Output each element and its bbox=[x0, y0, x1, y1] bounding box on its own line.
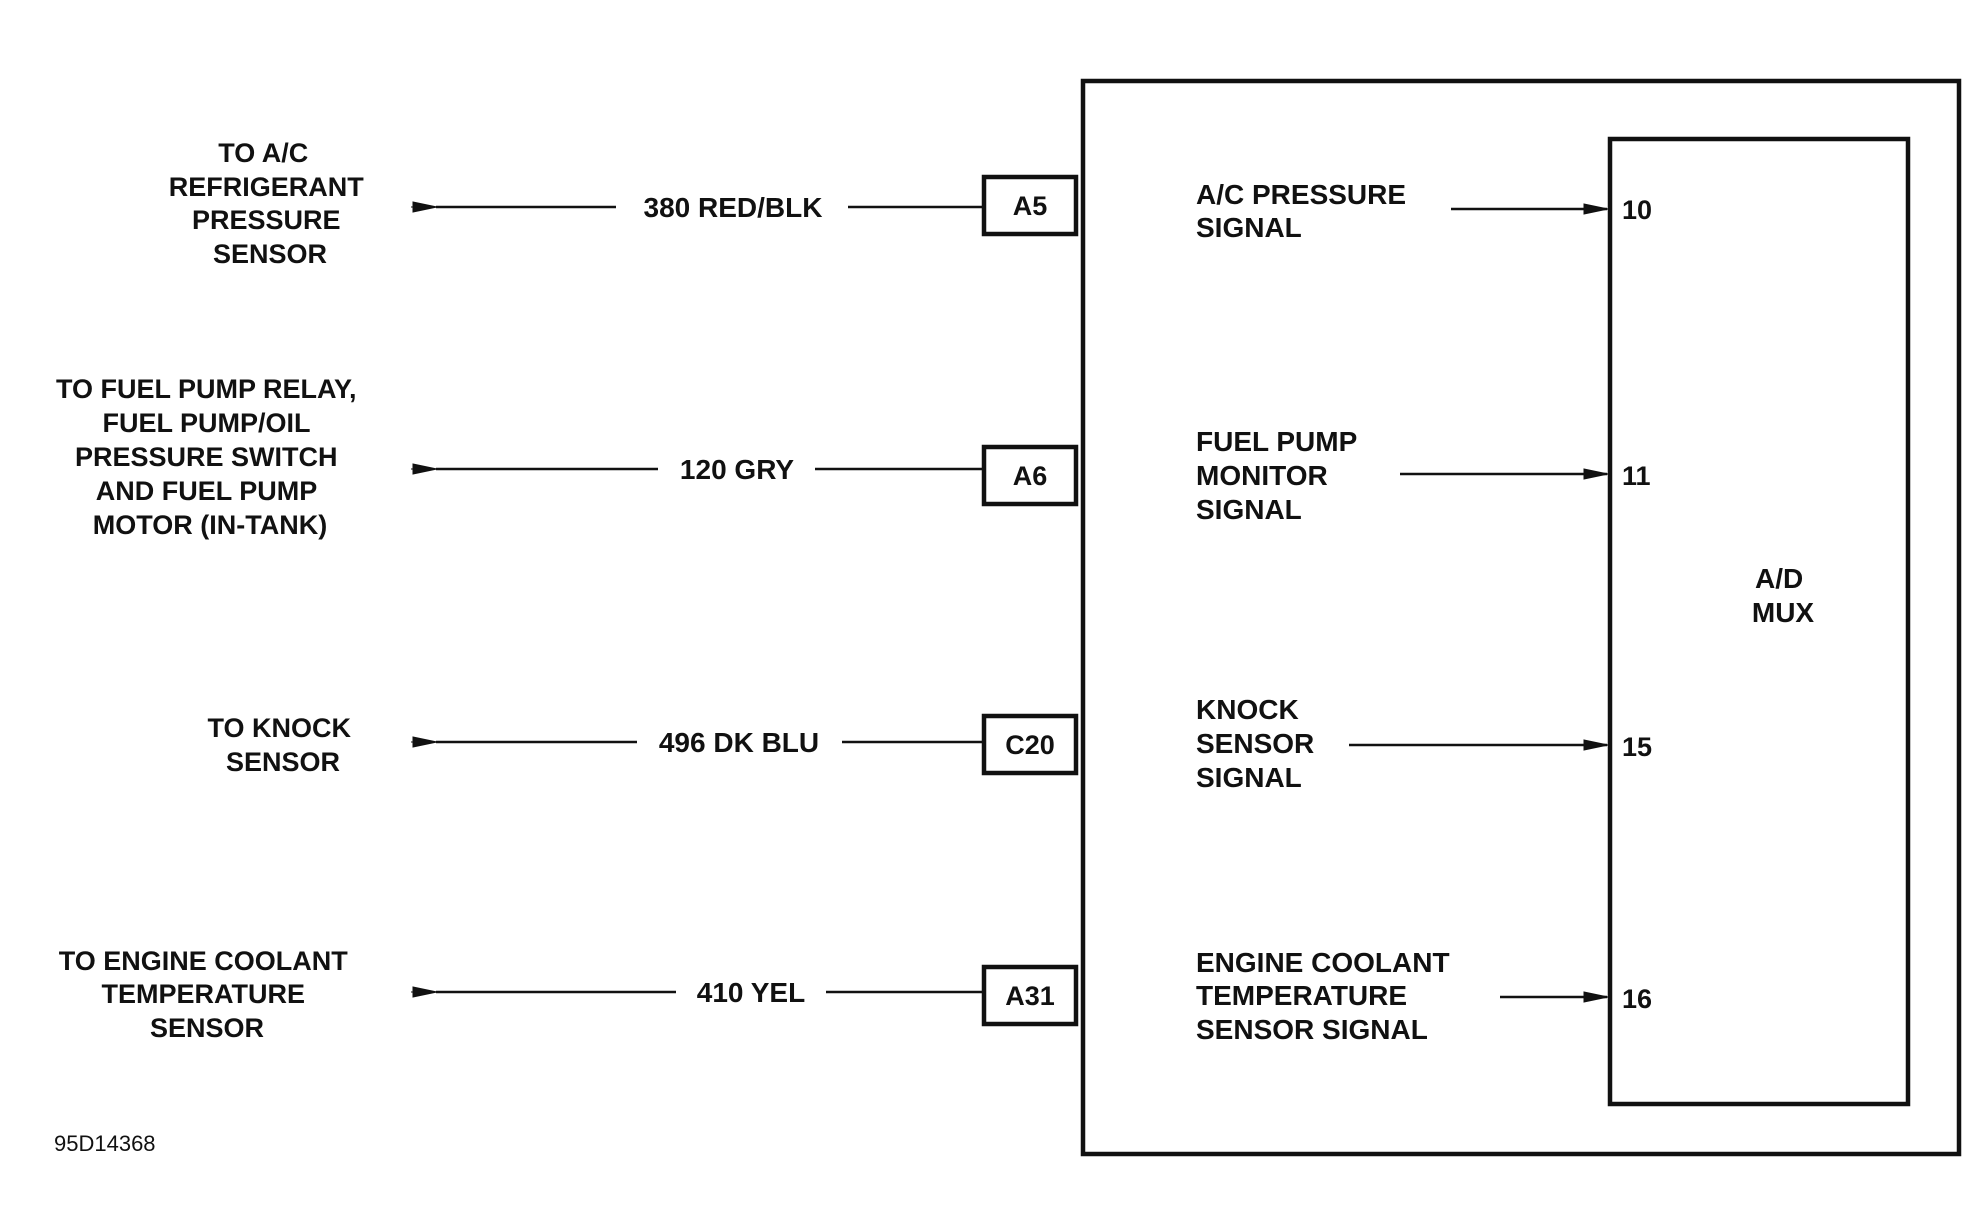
destination-label: TO ENGINE COOLANT TEMPERATURE SENSOR bbox=[59, 946, 356, 1043]
wire-label: 410 YEL bbox=[697, 977, 805, 1008]
circuit-row: TO KNOCK SENSOR 496 DK BLU C20 KNOCK SEN… bbox=[207, 694, 1652, 793]
destination-label: TO A/C REFRIGERANT PRESSURE SENSOR bbox=[169, 138, 372, 269]
circuit-row: TO A/C REFRIGERANT PRESSURE SENSOR 380 R… bbox=[169, 138, 1652, 269]
destination-label: TO KNOCK SENSOR bbox=[207, 713, 358, 777]
circuit-row: TO FUEL PUMP RELAY, FUEL PUMP/OIL PRESSU… bbox=[56, 374, 1651, 540]
signal-label: ENGINE COOLANT TEMPERATURE SENSOR SIGNAL bbox=[1196, 947, 1457, 1045]
circuit-row: TO ENGINE COOLANT TEMPERATURE SENSOR 410… bbox=[59, 946, 1652, 1045]
figure-id: 95D14368 bbox=[54, 1131, 156, 1156]
wire-label: 120 GRY bbox=[680, 454, 794, 485]
destination-label: TO FUEL PUMP RELAY, FUEL PUMP/OIL PRESSU… bbox=[56, 374, 364, 540]
signal-label: FUEL PUMP MONITOR SIGNAL bbox=[1196, 426, 1365, 525]
mux-input-label: 16 bbox=[1622, 984, 1652, 1014]
ad-mux-box bbox=[1607, 136, 1911, 1107]
connector-pin-box bbox=[981, 964, 1079, 1027]
connector-pin-box bbox=[981, 174, 1079, 237]
ad-mux-label: A/D MUX bbox=[1752, 563, 1815, 628]
mux-input-label: 15 bbox=[1622, 732, 1652, 762]
mux-input-label: 10 bbox=[1622, 195, 1652, 225]
connector-pin-box bbox=[981, 713, 1079, 776]
connector-pin-box bbox=[981, 444, 1079, 507]
connector-pin-label: A5 bbox=[1013, 191, 1048, 221]
connector-pin-label: A6 bbox=[1013, 461, 1048, 491]
signal-label: A/C PRESSURE SIGNAL bbox=[1196, 179, 1414, 243]
mux-input-label: 11 bbox=[1622, 461, 1651, 491]
connector-pin-label: C20 bbox=[1005, 730, 1055, 760]
wire-label: 496 DK BLU bbox=[659, 727, 819, 758]
wire-label: 380 RED/BLK bbox=[644, 192, 823, 223]
signal-label: KNOCK SENSOR SIGNAL bbox=[1196, 694, 1322, 793]
connector-pin-label: A31 bbox=[1005, 981, 1055, 1011]
